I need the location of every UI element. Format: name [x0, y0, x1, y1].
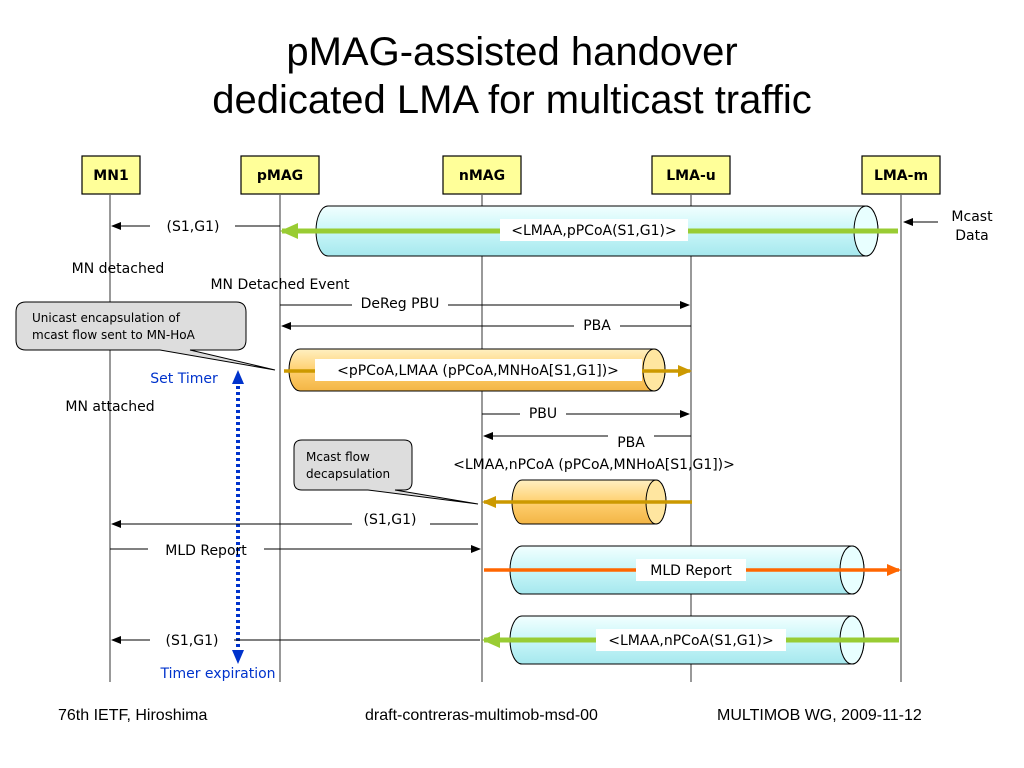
- mld-report-label-2: MLD Report: [650, 563, 732, 579]
- entity-lma-m-label: LMA-m: [874, 168, 928, 184]
- entity-lma-u: LMA-u: [651, 155, 731, 195]
- pba-label-2: PBA: [617, 435, 645, 451]
- footer-center: draft-contreras-multimob-msd-00: [365, 707, 598, 724]
- entity-lma-u-label: LMA-u: [666, 168, 715, 184]
- s1g1-label-b: (S1,G1): [364, 512, 417, 528]
- mcast-data-label-1: Mcast: [951, 209, 993, 225]
- entity-nmag-label: nMAG: [459, 168, 505, 184]
- set-timer-label: Set Timer: [150, 371, 218, 387]
- entity-nmag: nMAG: [442, 155, 522, 195]
- tunnel-m-label: <LMAA,nPCoA(S1,G1)>: [608, 633, 774, 649]
- callout-decap-line-2: decapsulation: [306, 467, 390, 481]
- entity-pmag-label: pMAG: [257, 168, 303, 184]
- tunnel-u-label: <LMAA,pPCoA(S1,G1)>: [511, 223, 677, 239]
- slide-title: pMAG-assisted handover dedicated LMA for…: [0, 28, 1024, 124]
- mn-detached-label: MN detached: [72, 261, 165, 277]
- mn-attached-label: MN attached: [65, 399, 154, 415]
- pba-label-1: PBA: [583, 318, 611, 334]
- callout-unicast-encapsulation: Unicast encapsulation of mcast flow sent…: [15, 301, 276, 371]
- callout-unicast-line-1: Unicast encapsulation of: [32, 311, 181, 325]
- footer-right: MULTIMOB WG, 2009-11-12: [717, 707, 922, 724]
- timer-arrow-up: [232, 370, 244, 384]
- entity-lma-m: LMA-m: [861, 155, 941, 195]
- s1g1-label-c: (S1,G1): [166, 633, 219, 649]
- timer-arrow-down: [232, 650, 244, 664]
- timer-expiration-label: Timer expiration: [159, 666, 275, 682]
- pbu-label: PBU: [529, 406, 557, 422]
- entity-pmag: pMAG: [240, 155, 320, 195]
- dereg-pbu-label: DeReg PBU: [361, 296, 440, 312]
- mld-report-label-1: MLD Report: [165, 543, 247, 559]
- mcast-data-label-2: Data: [955, 228, 988, 244]
- tunnel-p-label: <pPCoA,LMAA (pPCoA,MNHoA[S1,G1])>: [337, 363, 619, 379]
- title-line-2: dedicated LMA for multicast traffic: [212, 78, 812, 122]
- entity-mn1-label: MN1: [93, 168, 128, 184]
- callout-unicast-line-2: mcast flow sent to MN-HoA: [32, 328, 196, 342]
- callout-decap-line-1: Mcast flow: [306, 450, 370, 464]
- mn-detached-event-label: MN Detached Event: [210, 277, 350, 293]
- footer-left: 76th IETF, Hiroshima: [58, 707, 208, 724]
- tunnel-n-label: <LMAA,nPCoA (pPCoA,MNHoA[S1,G1])>: [453, 457, 735, 473]
- title-line-1: pMAG-assisted handover: [286, 30, 738, 74]
- s1g1-label-a: (S1,G1): [167, 219, 220, 235]
- callout-mcast-decapsulation: Mcast flow decapsulation: [293, 439, 479, 505]
- entity-mn1: MN1: [81, 155, 141, 195]
